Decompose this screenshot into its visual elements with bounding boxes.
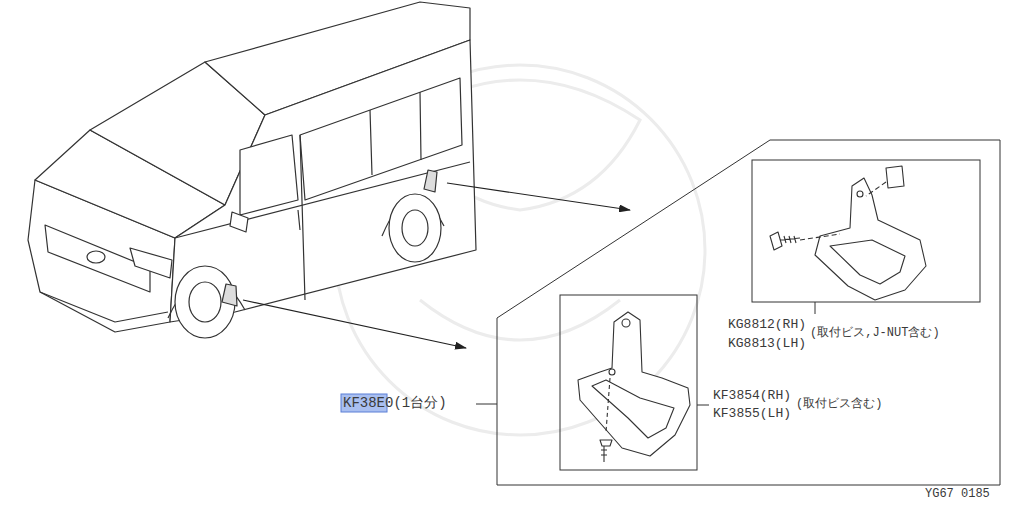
set-part-number: KF38E0(1台分) xyxy=(343,395,447,411)
leader-line xyxy=(815,302,816,314)
part-number: KG8812(RH) xyxy=(728,318,806,333)
leader-line xyxy=(697,405,709,406)
part-number: KF3854(RH) xyxy=(713,389,791,404)
set-frame xyxy=(497,140,1000,485)
note: (取付ビス,J-NUT含む) xyxy=(810,327,940,341)
front-mud-flap xyxy=(578,312,690,462)
front-flap-frame xyxy=(560,295,697,470)
rear-mud-flap xyxy=(770,166,926,300)
van-drawing xyxy=(28,2,476,338)
leader-line xyxy=(476,404,497,405)
part-number: KG8813(LH) xyxy=(728,337,806,352)
note: (取付ビス含む) xyxy=(796,398,882,412)
rear-flap-frame xyxy=(752,160,980,302)
drawing-number: YG67 0185 xyxy=(925,488,990,502)
part-number: KF3855(LH) xyxy=(713,407,791,422)
pointer-arrow xyxy=(243,300,466,348)
pointer-arrow xyxy=(447,183,630,210)
